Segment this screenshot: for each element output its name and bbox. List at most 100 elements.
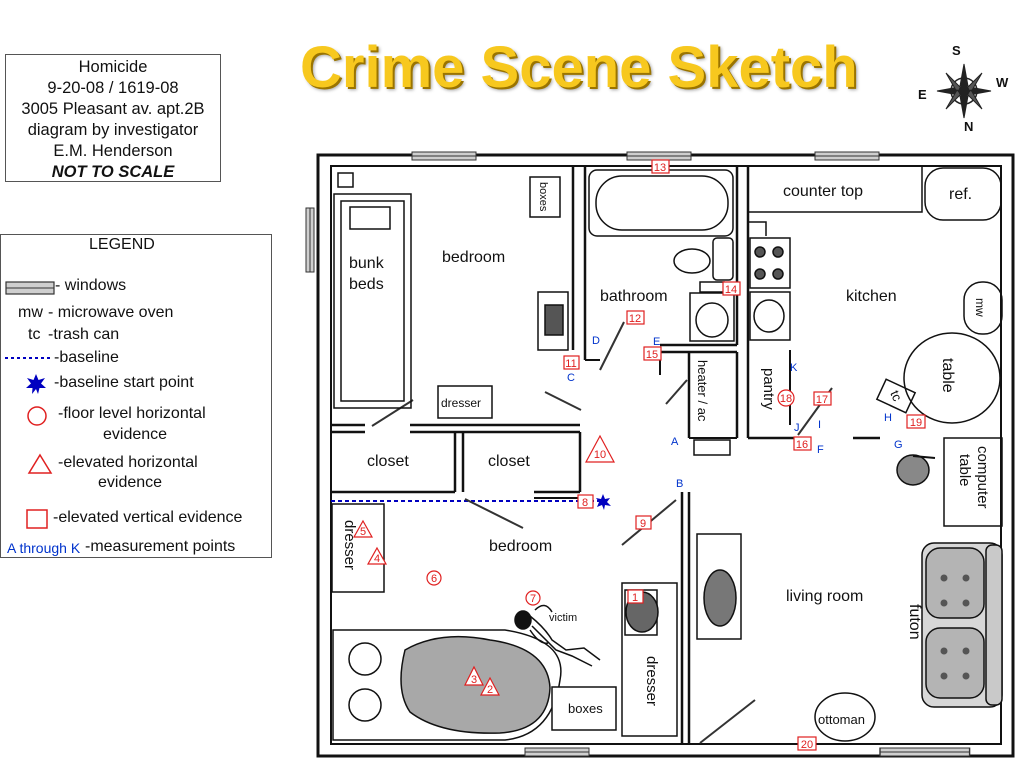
evidence-14: 14 — [725, 284, 737, 296]
window-symbol-icon — [5, 281, 55, 295]
compass-w-label: W — [996, 75, 1009, 90]
evidence-9: 9 — [640, 518, 646, 530]
bathroom-label: bathroom — [600, 288, 668, 305]
bedroom-top-furniture — [333, 172, 569, 419]
legend-mw-text: - microwave oven — [48, 304, 174, 321]
boxes-top-label: boxes — [537, 182, 549, 212]
victim-figure-icon — [514, 604, 601, 667]
futon-buttons — [940, 574, 970, 680]
floor-evidence-circle-icon — [27, 406, 47, 426]
legend-elevated-horizontal-2: evidence — [98, 474, 163, 491]
legend-tc-key: tc — [28, 326, 41, 343]
evidence-markers — [352, 159, 926, 751]
heater-vent — [693, 439, 731, 456]
legend-elevated-vertical: -elevated vertical evidence — [53, 509, 243, 526]
evidence-20: 20 — [801, 739, 813, 751]
point-B: B — [676, 478, 683, 490]
compass-icon — [936, 63, 992, 119]
legend-box: LEGEND - windows mw - microwave oven tc … — [0, 234, 272, 558]
evidence-3: 3 — [471, 674, 477, 686]
legend-elevated-horizontal-1: -elevated horizontal — [58, 454, 198, 471]
point-C: C — [567, 372, 575, 384]
evidence-13: 13 — [654, 162, 666, 174]
elevated-horizontal-triangle-icon — [27, 453, 53, 474]
legend-title: LEGEND — [89, 236, 155, 253]
evidence-18: 18 — [780, 393, 792, 405]
computer-chair — [896, 454, 936, 486]
ref-label: ref. — [949, 186, 972, 203]
evidence-10: 10 — [594, 449, 606, 461]
kitchen-label: kitchen — [846, 288, 897, 305]
evidence-8: 8 — [582, 497, 588, 509]
measurement-points: A B C D E F G H I J K — [567, 335, 903, 490]
bunk-beds-label-2: beds — [349, 276, 384, 293]
compass-e-label: E — [918, 87, 927, 102]
computer-label-1: computer — [974, 446, 991, 509]
legend-mw-key: mw — [18, 304, 43, 321]
point-D: D — [592, 335, 600, 347]
case-date-number: 9-20-08 / 1619-08 — [47, 79, 179, 97]
page-title: Crime Scene Sketch — [300, 35, 858, 100]
baseline-start-star-icon — [596, 494, 611, 510]
evidence-7: 7 — [530, 593, 536, 605]
point-J: J — [794, 422, 800, 434]
point-I: I — [818, 419, 821, 431]
legend-windows: - windows — [55, 277, 127, 294]
case-type: Homicide — [78, 58, 148, 76]
ottoman-label: ottoman — [818, 712, 865, 727]
legend-points-key: A through K — [7, 540, 81, 556]
baseline-symbol-icon — [5, 357, 51, 359]
bunk-beds-label-1: bunk — [349, 255, 385, 272]
futon-label: futon — [906, 604, 923, 640]
bedroom-bottom-label: bedroom — [489, 538, 552, 555]
bedroom-top-label: bedroom — [442, 249, 505, 266]
legend-tc-text: -trash can — [48, 326, 120, 343]
point-A: A — [671, 436, 679, 448]
legend-points-text: -measurement points — [85, 538, 236, 555]
closet-2-label: closet — [488, 453, 530, 470]
point-E: E — [653, 336, 660, 348]
evidence-12: 12 — [629, 313, 641, 325]
case-address: 3005 Pleasant av. apt.2B — [21, 100, 205, 118]
point-G: G — [894, 439, 903, 451]
closet-1-label: closet — [367, 453, 409, 470]
evidence-labels: 13 14 12 11 15 17 16 19 8 9 20 1 18 6 7 … — [360, 162, 922, 751]
baseline-start-star-icon — [26, 374, 46, 394]
counter-top-label: counter top — [783, 183, 863, 200]
evidence-16: 16 — [796, 439, 808, 451]
legend-floor-evidence-1: -floor level horizontal — [58, 405, 206, 422]
dresser-right-label: dresser — [643, 656, 660, 706]
evidence-5: 5 — [360, 526, 366, 538]
kitchen-fixtures — [748, 166, 1003, 527]
evidence-15: 15 — [646, 349, 658, 361]
point-F: F — [817, 444, 824, 456]
mw-label: mw — [973, 298, 987, 317]
case-investigator: E.M. Henderson — [53, 142, 173, 160]
living-room-furniture — [696, 533, 1003, 742]
boxes-bottom-label: boxes — [568, 701, 603, 716]
evidence-1: 1 — [632, 592, 638, 604]
evidence-6: 6 — [431, 573, 437, 585]
dresser-small-label: dresser — [441, 396, 481, 410]
computer-label-2: table — [956, 454, 973, 487]
dresser-left-label: dresser — [341, 520, 358, 570]
evidence-17: 17 — [816, 394, 828, 406]
evidence-4: 4 — [374, 553, 380, 565]
point-K: K — [790, 362, 798, 374]
evidence-2: 2 — [487, 684, 493, 696]
heater-label: heater / ac — [695, 360, 710, 422]
legend-baseline: -baseline — [54, 349, 119, 366]
living-room-label: living room — [786, 588, 863, 605]
compass-s-label: S — [952, 43, 961, 58]
not-to-scale-note: NOT TO SCALE — [51, 163, 175, 181]
pantry-label: pantry — [760, 368, 777, 410]
point-H: H — [884, 412, 892, 424]
case-info-box: Homicide 9-20-08 / 1619-08 3005 Pleasant… — [5, 54, 221, 182]
evidence-11: 11 — [565, 358, 576, 370]
legend-baseline-start: -baseline start point — [54, 374, 194, 391]
table-label: table — [939, 358, 956, 393]
tc-label: tc — [887, 388, 905, 404]
victim-label: victim — [549, 612, 577, 624]
case-diagram-by: diagram by investigator — [27, 121, 199, 139]
